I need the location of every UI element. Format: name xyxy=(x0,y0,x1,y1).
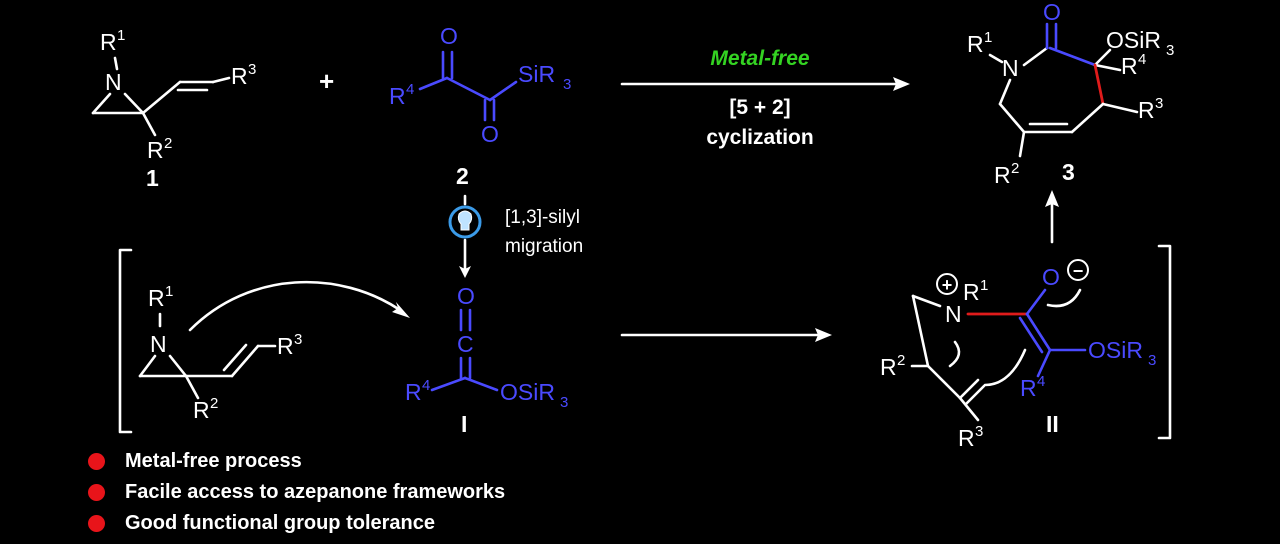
svg-text:R: R xyxy=(231,63,248,89)
svg-text:N: N xyxy=(945,301,962,327)
svg-text:R: R xyxy=(1138,97,1155,123)
svg-text:4: 4 xyxy=(406,81,414,98)
svg-text:3: 3 xyxy=(1155,95,1163,112)
svg-text:R: R xyxy=(147,137,164,163)
svg-text:4: 4 xyxy=(422,377,430,394)
intermediate-I-label: I xyxy=(461,411,467,437)
svg-text:3: 3 xyxy=(560,394,568,411)
svg-text:1: 1 xyxy=(984,29,992,46)
bullet-dot xyxy=(88,515,105,532)
svg-text:R: R xyxy=(880,354,897,380)
svg-text:OSiR: OSiR xyxy=(1106,27,1161,53)
svg-text:O: O xyxy=(1043,0,1061,25)
svg-text:3: 3 xyxy=(975,423,983,440)
svg-text:R: R xyxy=(405,379,422,405)
zwitterion-intermediate-II: + R 1 N O − OSiR 3 R 4 R 2 R 3 II xyxy=(880,259,1156,451)
feature-list: Metal-free process Facile access to azep… xyxy=(88,446,505,539)
svg-text:3: 3 xyxy=(1166,42,1174,59)
up-arrow xyxy=(1045,190,1059,244)
middle-arrow xyxy=(620,328,832,342)
silyl-migration-line2: migration xyxy=(505,236,583,257)
svg-text:O: O xyxy=(440,23,458,49)
svg-text:R: R xyxy=(193,397,210,423)
svg-text:3: 3 xyxy=(294,331,302,348)
svg-text:N: N xyxy=(1002,55,1019,81)
compound-1-aziridine: R 1 N R 2 R 3 1 xyxy=(91,27,256,191)
svg-text:1: 1 xyxy=(980,277,988,294)
compound-2-acylsilane: O O SiR 3 R 4 2 xyxy=(389,23,571,189)
svg-text:4: 4 xyxy=(1037,373,1045,390)
ketene-intermediate-I: O C R 4 OSiR 3 I xyxy=(405,283,568,437)
svg-text:2: 2 xyxy=(164,135,172,152)
svg-text:N: N xyxy=(105,69,122,95)
svg-text:+: + xyxy=(942,275,953,295)
silyl-migration-line1: [1,3]-silyl xyxy=(505,207,580,228)
svg-text:1: 1 xyxy=(117,27,125,44)
svg-text:4: 4 xyxy=(1138,51,1146,68)
intermediate-II-label: II xyxy=(1046,411,1059,437)
svg-text:R: R xyxy=(148,285,165,311)
svg-text:2: 2 xyxy=(897,352,905,369)
svg-text:OSiR: OSiR xyxy=(500,379,555,405)
bullet-dot xyxy=(88,484,105,501)
svg-text:R: R xyxy=(967,31,984,57)
feature-text: Facile access to azepanone frameworks xyxy=(125,481,506,503)
svg-text:3: 3 xyxy=(563,76,571,93)
right-bracket xyxy=(1157,244,1172,440)
svg-text:R: R xyxy=(958,425,975,451)
top-reaction-arrow: Metal-free [5 + 2] cyclization xyxy=(620,47,910,149)
svg-text:R: R xyxy=(1020,375,1037,401)
svg-text:C: C xyxy=(457,331,474,357)
svg-text:SiR: SiR xyxy=(518,61,555,87)
feature-item: Facile access to azepanone frameworks xyxy=(88,477,505,508)
metal-free-label: Metal-free xyxy=(710,47,810,70)
svg-text:R: R xyxy=(1121,53,1138,79)
feature-item: Metal-free process xyxy=(88,446,505,477)
left-bracket xyxy=(118,248,133,434)
photo-step: [1,3]-silyl migration xyxy=(448,194,583,278)
feature-text: Good functional group tolerance xyxy=(125,512,435,534)
svg-text:R: R xyxy=(389,83,406,109)
compound-3-label: 3 xyxy=(1062,159,1075,185)
svg-text:2: 2 xyxy=(1011,160,1019,177)
feature-item: Good functional group tolerance xyxy=(88,508,505,539)
svg-text:1: 1 xyxy=(165,283,173,300)
compound-1-label: 1 xyxy=(146,165,159,191)
svg-text:N: N xyxy=(150,331,167,357)
plus-sign: + xyxy=(319,66,334,96)
svg-text:O: O xyxy=(457,283,475,309)
svg-text:R: R xyxy=(994,162,1011,188)
aziridine-intermediate: R 1 N R 2 R 3 xyxy=(138,280,410,423)
compound-3-azepanone: R 1 N O OSiR 3 R 4 R 3 R 2 3 xyxy=(967,0,1174,188)
compound-2-label: 2 xyxy=(456,163,469,189)
svg-text:OSiR: OSiR xyxy=(1088,337,1143,363)
svg-text:3: 3 xyxy=(248,61,256,78)
svg-text:O: O xyxy=(1042,264,1060,290)
svg-text:R: R xyxy=(963,279,980,305)
svg-text:−: − xyxy=(1073,261,1084,281)
light-bulb-icon xyxy=(448,205,482,239)
cyclization-label: cyclization xyxy=(706,126,813,149)
feature-text: Metal-free process xyxy=(125,450,302,472)
svg-text:R: R xyxy=(277,333,294,359)
cyclization-type: [5 + 2] xyxy=(729,96,790,119)
svg-text:2: 2 xyxy=(210,395,218,412)
svg-text:3: 3 xyxy=(1148,352,1156,369)
bullet-dot xyxy=(88,453,105,470)
svg-text:O: O xyxy=(481,121,499,147)
svg-text:R: R xyxy=(100,29,117,55)
